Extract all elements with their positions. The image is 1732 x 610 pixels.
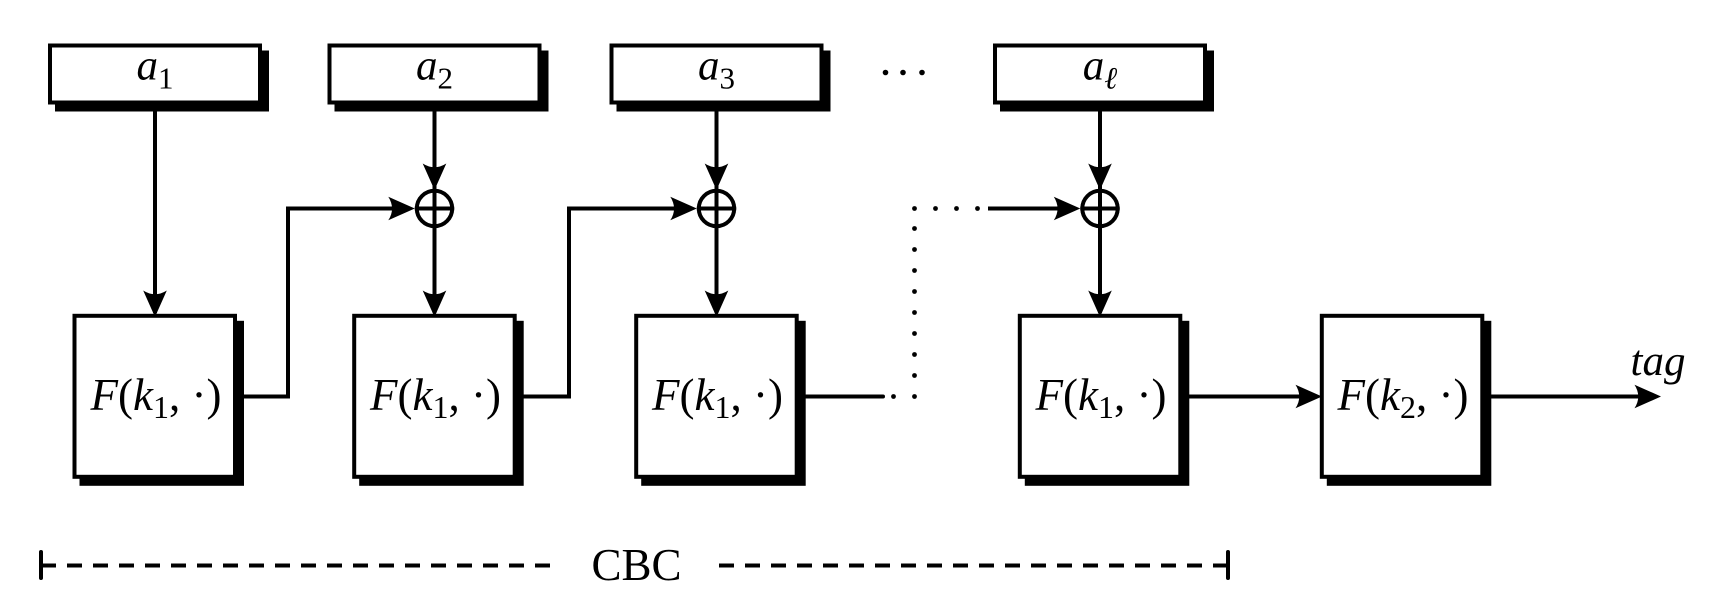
- svg-text:aℓ: aℓ: [1083, 43, 1118, 96]
- svg-text:CBC: CBC: [591, 540, 681, 590]
- svg-text:a2: a2: [416, 43, 453, 96]
- svg-text:a3: a3: [698, 43, 735, 96]
- svg-text:F(k1, ·): F(k1, ·): [369, 370, 501, 425]
- svg-text:F(k1, ·): F(k1, ·): [90, 370, 222, 425]
- svg-text:tag: tag: [1631, 338, 1686, 385]
- svg-text:a1: a1: [137, 43, 174, 96]
